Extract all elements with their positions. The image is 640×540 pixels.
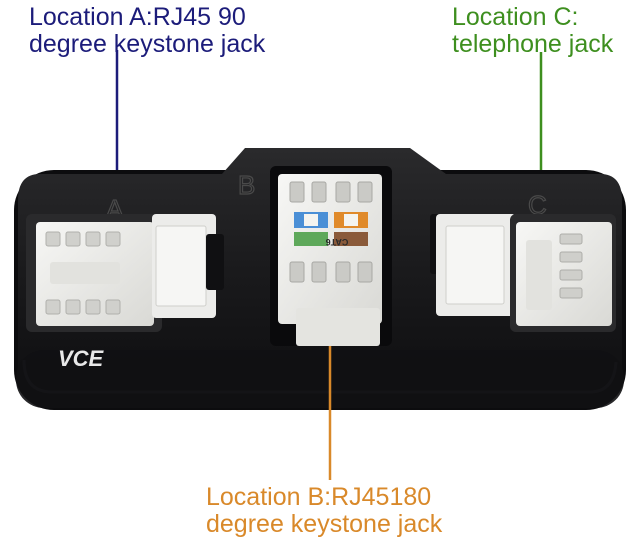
callout-location-a: Location A:RJ45 90 degree keystone jack [29,4,265,58]
callout-b-line1: Location B:RJ45180 [206,483,432,511]
jack-a-rj45-90-degree [26,214,224,332]
callout-a-line2: degree keystone jack [29,30,266,58]
callout-a-line1: Location A:RJ45 90 [29,3,246,31]
jack-b-cat6-marking: CAT6 [326,237,349,247]
mould-letter-c: C [528,190,547,220]
callout-location-b: Location B:RJ45180 degree keystone jack [206,484,442,538]
brand-logo-vce: VCE [58,346,105,371]
mould-letter-b: B [238,170,255,200]
jack-c-telephone [430,214,616,332]
jack-b-rj45-180-degree: CAT6 [270,166,392,346]
callout-location-c: Location C: telephone jack [452,4,613,58]
callout-b-line2: degree keystone jack [206,510,443,538]
callout-c-line1: Location C: [452,3,579,31]
callout-c-line2: telephone jack [452,30,614,58]
